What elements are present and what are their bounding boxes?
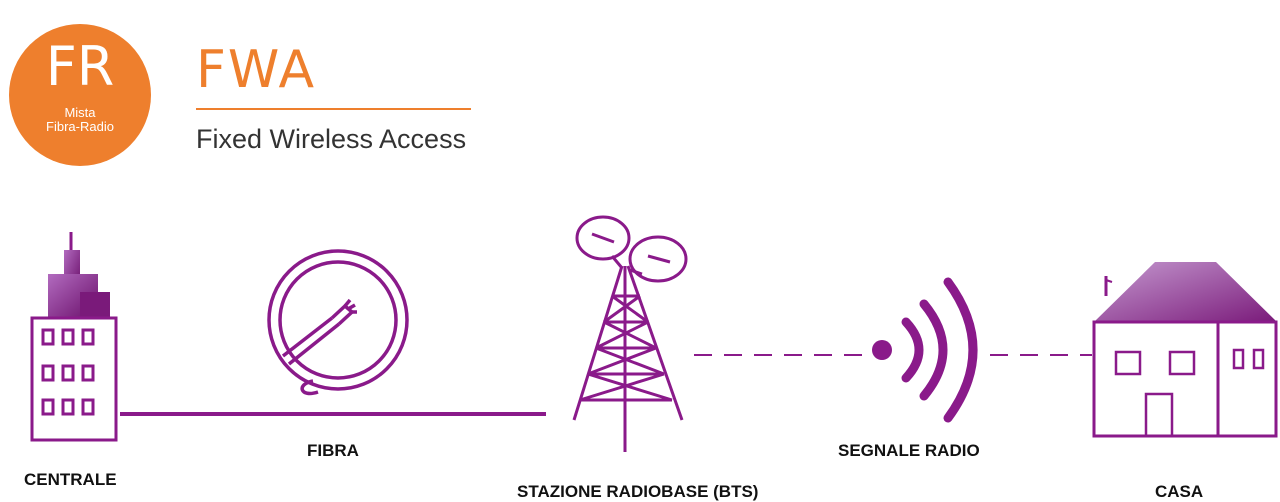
title-divider (196, 108, 471, 110)
label-casa: CASA (1155, 482, 1204, 501)
page-subtitle: Fixed Wireless Access (196, 124, 467, 154)
logo-badge: FR Mista Fibra-Radio (9, 24, 151, 166)
page-title: FWA (196, 40, 317, 100)
fiber-coil-icon (267, 249, 409, 396)
label-centrale: CENTRALE (24, 470, 117, 489)
house-icon (1092, 262, 1278, 438)
label-fibra: FIBRA (307, 441, 359, 460)
logo-text: FR (45, 35, 115, 98)
tower-icon (572, 215, 688, 452)
label-bts: STAZIONE RADIOBASE (BTS) (517, 482, 759, 501)
logo-subtext-2: Fibra-Radio (46, 119, 114, 134)
label-segnale-radio: SEGNALE RADIO (838, 441, 980, 460)
logo-subtext-1: Mista (64, 105, 96, 120)
building-icon (30, 232, 118, 442)
radio-signal-icon (872, 277, 978, 423)
